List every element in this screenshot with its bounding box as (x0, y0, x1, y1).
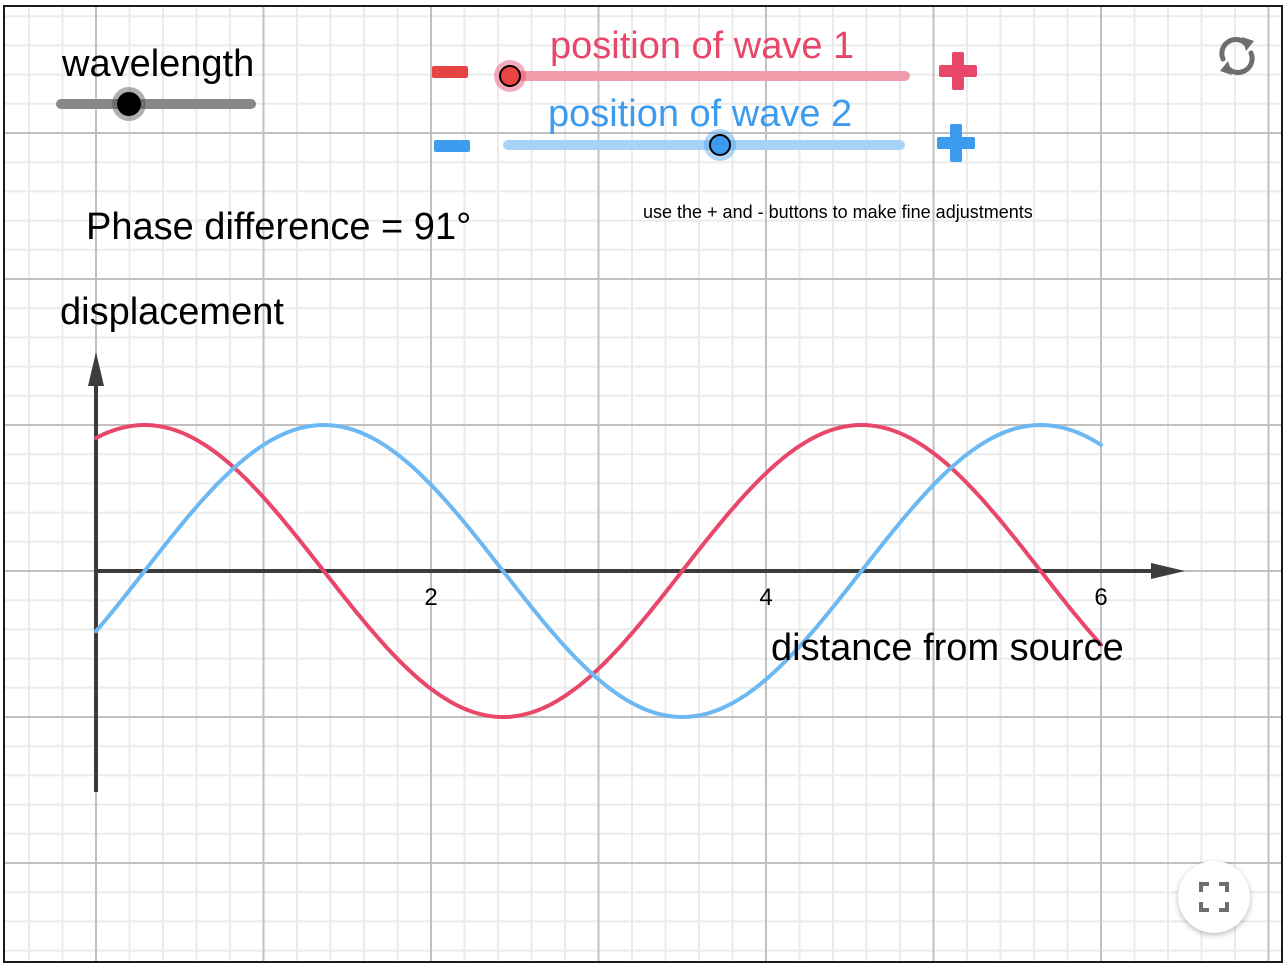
y-axis-arrow-icon (88, 352, 104, 386)
x-axis-arrow-icon (1151, 563, 1185, 579)
wave-2-curve (94, 422, 1103, 720)
fullscreen-icon (1199, 882, 1229, 912)
wave-1-plus-button[interactable] (939, 52, 977, 90)
geogebra-applet: 2 4 6 wavelength position of wave 1 positi… (3, 5, 1283, 963)
wavelength-slider-track[interactable] (56, 99, 256, 109)
x-tick-label: 6 (1094, 584, 1108, 611)
y-axis-label: displacement (60, 291, 284, 333)
wave-1-minus-button[interactable] (432, 66, 468, 78)
wave-2-position-slider-track[interactable] (503, 140, 905, 150)
wave-1-position-slider-track[interactable] (503, 71, 910, 81)
wavelength-label: wavelength (62, 43, 255, 85)
x-tick-label: 2 (424, 584, 438, 611)
wave-1-curve (94, 423, 1103, 719)
reset-button[interactable] (1212, 31, 1262, 81)
x-axis-label: distance from source (771, 627, 1124, 669)
hint-text: use the + and - buttons to make fine adj… (643, 202, 1033, 222)
x-tick-label: 4 (759, 584, 773, 611)
minor-gridlines (5, 7, 1281, 961)
wave-2-position-slider-knob[interactable] (704, 129, 736, 161)
wave-1-position-slider-knob[interactable] (494, 60, 526, 92)
axes (88, 352, 1185, 792)
wavelength-slider-knob[interactable] (112, 87, 146, 121)
graph-canvas[interactable] (3, 5, 1283, 963)
wave-2-label: position of wave 2 (548, 93, 853, 135)
refresh-icon (1219, 37, 1255, 75)
phase-difference-readout: Phase difference = 91° (86, 206, 472, 248)
wave-1-label: position of wave 1 (550, 25, 855, 67)
wave-2-minus-button[interactable] (434, 140, 470, 152)
wave-2-plus-button[interactable] (937, 124, 975, 162)
fullscreen-button[interactable] (1178, 861, 1250, 933)
